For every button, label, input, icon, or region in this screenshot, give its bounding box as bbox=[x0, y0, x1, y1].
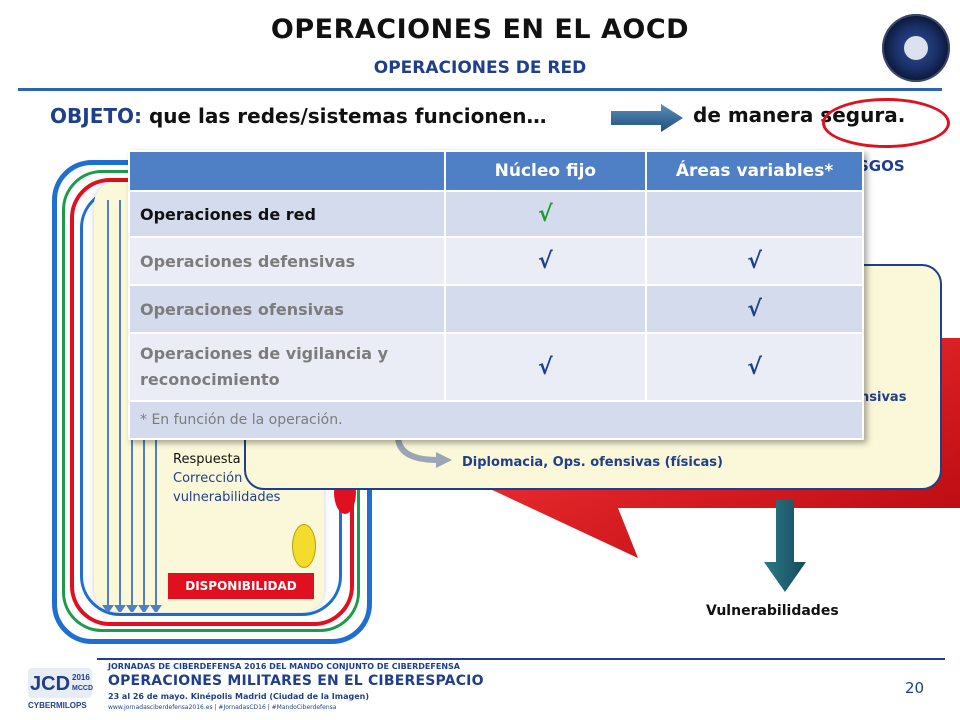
objective-label: OBJETO: bbox=[50, 104, 142, 128]
organization-seal-icon bbox=[882, 14, 950, 82]
page-number: 20 bbox=[905, 679, 925, 697]
table-row: Operaciones de vigilancia y reconocimien… bbox=[128, 332, 864, 402]
correccion-label: Corrección d bbox=[173, 471, 255, 486]
row-label: Operaciones defensivas bbox=[128, 236, 446, 286]
table-row: Operaciones de red √ bbox=[128, 190, 864, 238]
logo-jcd-text: JCD bbox=[30, 673, 70, 695]
highlight-ellipse bbox=[822, 98, 950, 148]
objective-statement: OBJETO: que las redes/sistemas funcionen… bbox=[50, 104, 546, 128]
check-icon: √ bbox=[538, 354, 553, 380]
logo-mccd-text: MCCD bbox=[72, 685, 93, 692]
down-arrow-icon bbox=[764, 500, 806, 592]
logo-name-text: CYBERMILOPS bbox=[28, 701, 87, 710]
header-divider bbox=[18, 88, 942, 91]
table-header-nucleo: Núcleo fijo bbox=[443, 150, 648, 192]
check-icon: √ bbox=[747, 296, 762, 322]
jcd-logo-icon: JCD 2016 MCCD CYBERMILOPS bbox=[28, 668, 93, 710]
objective-text: que las redes/sistemas funcionen… bbox=[142, 104, 547, 128]
check-icon: √ bbox=[538, 201, 553, 227]
right-arrow-icon bbox=[611, 104, 683, 132]
row-label: Operaciones ofensivas bbox=[128, 284, 446, 334]
table-footnote: * En función de la operación. bbox=[128, 400, 864, 440]
table-header-areas: Áreas variables* bbox=[645, 150, 864, 192]
slide-title: OPERACIONES EN EL AOCD bbox=[270, 14, 690, 45]
left-panel-text: Respuesta Corrección d vulnerabilidades bbox=[173, 450, 280, 507]
operations-table: Núcleo fijo Áreas variables* Operaciones… bbox=[128, 150, 864, 440]
table-row: Operaciones defensivas √ √ bbox=[128, 236, 864, 286]
table-header-row: Núcleo fijo Áreas variables* bbox=[128, 150, 864, 192]
footer-title-2: OPERACIONES MILITARES EN EL CIBERESPACIO bbox=[108, 673, 484, 689]
footer-title-1: JORNADAS DE CIBERDEFENSA 2016 DEL MANDO … bbox=[108, 662, 460, 671]
yellow-oval-shape bbox=[292, 524, 316, 568]
logo-year-text: 2016 bbox=[72, 673, 90, 682]
ops-fragment: nsivas bbox=[860, 390, 907, 405]
check-icon: √ bbox=[747, 248, 762, 274]
slide-subtitle: OPERACIONES DE RED bbox=[373, 58, 587, 78]
respuesta-label: Respuesta bbox=[173, 452, 241, 467]
check-icon: √ bbox=[747, 354, 762, 380]
row-label: Operaciones de vigilancia y reconocimien… bbox=[128, 332, 446, 402]
row-label: Operaciones de red bbox=[128, 190, 446, 238]
riesgos-label: SGOS bbox=[858, 157, 905, 175]
table-row: Operaciones ofensivas √ bbox=[128, 284, 864, 334]
vulnerabilidades-caption: Vulnerabilidades bbox=[706, 603, 839, 619]
footer-divider bbox=[97, 658, 945, 660]
vulnerabilidades-label: vulnerabilidades bbox=[173, 490, 281, 505]
check-icon: √ bbox=[538, 248, 553, 274]
footer-title-3: 23 al 26 de mayo. Kinépolis Madrid (Ciud… bbox=[108, 692, 370, 701]
ops-ofensivas-line: Diplomacia, Ops. ofensivas (físicas) bbox=[462, 455, 723, 470]
disponibilidad-badge: DISPONIBILIDAD bbox=[168, 573, 314, 599]
table-footnote-row: * En función de la operación. bbox=[128, 400, 864, 440]
footer-links: www.jornadasciberdefensa2016.es | #Jorna… bbox=[108, 704, 337, 711]
table-header-empty bbox=[128, 150, 446, 192]
